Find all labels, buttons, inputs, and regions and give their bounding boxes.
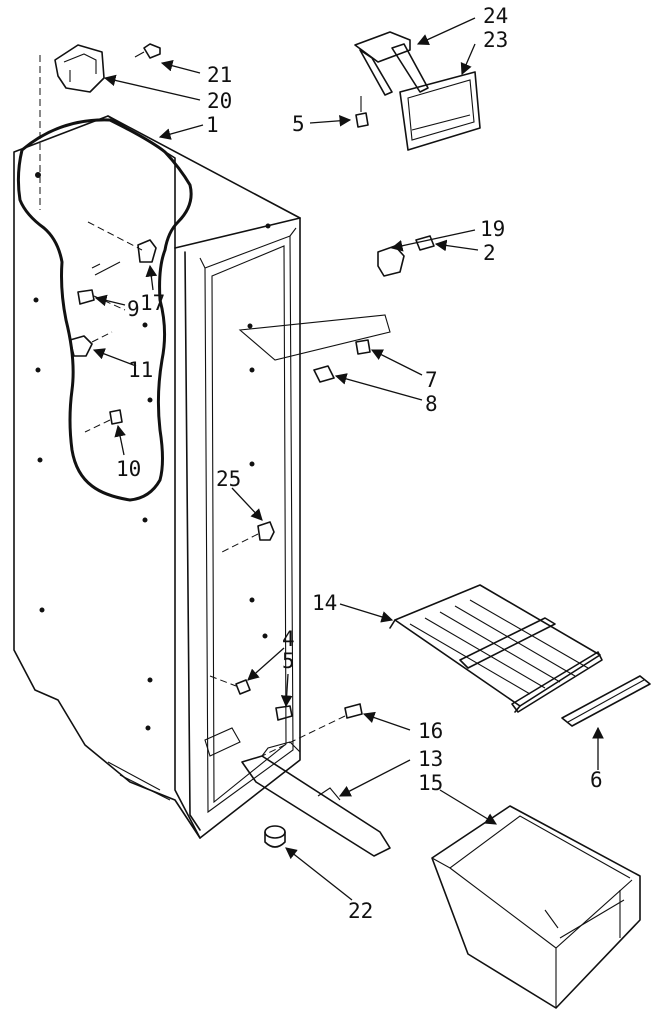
hinge-bracket-part bbox=[39, 43, 161, 210]
callout-4: 4 bbox=[282, 627, 295, 651]
callout-1: 1 bbox=[206, 113, 219, 137]
callout-25: 25 bbox=[216, 467, 241, 491]
leader-lines bbox=[92, 17, 604, 901]
cabinet-liner bbox=[13, 115, 301, 839]
callout-9: 9 bbox=[127, 297, 140, 321]
callout-11: 11 bbox=[128, 358, 153, 382]
callout-20: 20 bbox=[207, 89, 232, 113]
callout-22: 22 bbox=[348, 899, 373, 923]
right-small-parts bbox=[313, 235, 435, 383]
pan-rail-part bbox=[241, 703, 391, 857]
callout-24: 24 bbox=[483, 4, 508, 28]
freezer-pan-part bbox=[431, 805, 641, 1009]
callout-labels: 1 2 4 5 5 6 7 8 9 10 11 13 14 15 16 17 1… bbox=[116, 4, 603, 923]
callout-10: 10 bbox=[116, 457, 141, 481]
callout-8: 8 bbox=[425, 392, 438, 416]
callout-2: 2 bbox=[483, 241, 496, 265]
cap-part bbox=[264, 825, 286, 848]
shelf-trim-part bbox=[561, 675, 651, 727]
callout-23: 23 bbox=[483, 28, 508, 52]
callout-14: 14 bbox=[312, 591, 337, 615]
callout-17: 17 bbox=[140, 291, 165, 315]
callout-6: 6 bbox=[590, 768, 603, 792]
callout-16: 16 bbox=[418, 719, 443, 743]
callout-13: 13 bbox=[418, 747, 443, 771]
callout-7: 7 bbox=[425, 368, 438, 392]
control-bracket-part bbox=[354, 31, 481, 151]
callout-5-lower: 5 bbox=[282, 649, 295, 673]
wire-shelf-part bbox=[389, 584, 603, 713]
callout-19: 19 bbox=[480, 217, 505, 241]
callout-5-top: 5 bbox=[292, 112, 305, 136]
callout-15: 15 bbox=[418, 771, 443, 795]
cabinet-hardware bbox=[69, 221, 391, 721]
callout-21: 21 bbox=[207, 63, 232, 87]
